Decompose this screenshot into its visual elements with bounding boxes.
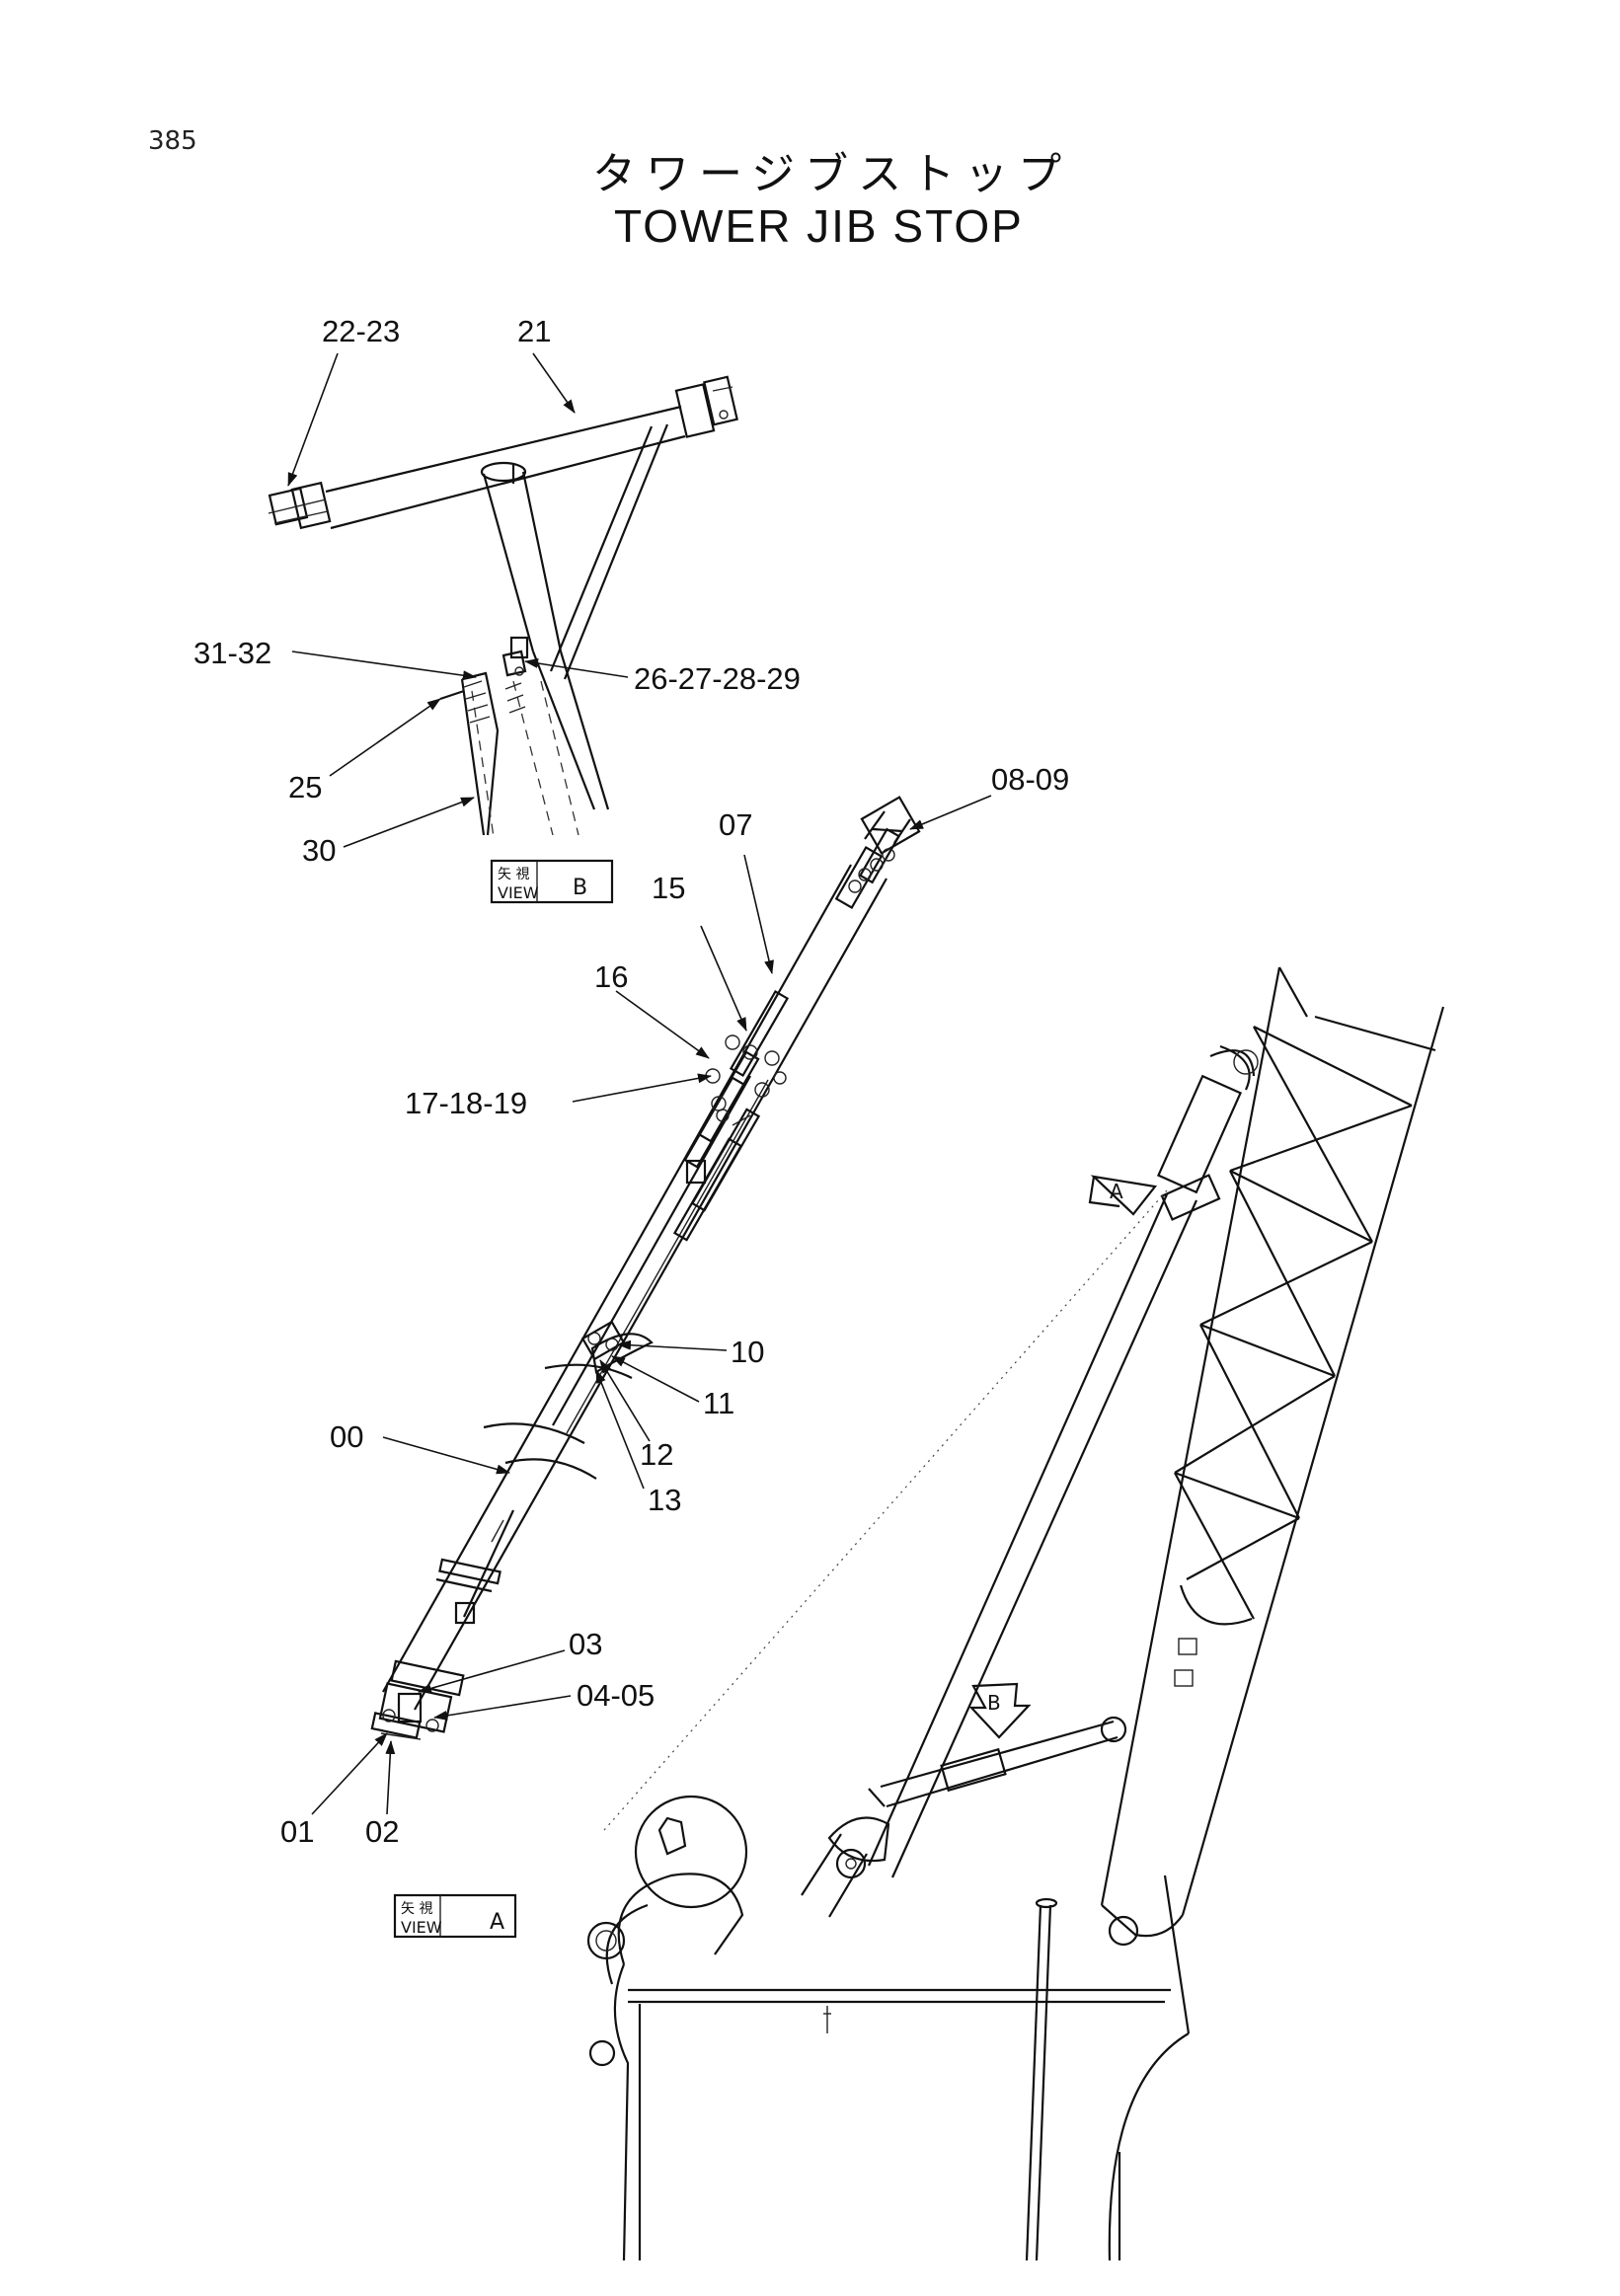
view-arrow-a: A xyxy=(1088,1175,1158,1216)
label-02: 02 xyxy=(365,1814,399,1849)
section-30 xyxy=(439,636,579,838)
label-25: 25 xyxy=(288,770,322,804)
label-07: 07 xyxy=(719,807,752,842)
lattice-jib xyxy=(1100,966,1445,1947)
label-10: 10 xyxy=(731,1335,764,1369)
view-b-kanji: 矢 視 xyxy=(498,867,529,882)
view-a-label-box: 矢 視 VIEW A xyxy=(393,1893,517,1939)
label-15: 15 xyxy=(652,871,685,905)
stop-strut-overview xyxy=(801,1044,1259,1918)
base-frame xyxy=(586,1795,1191,2261)
bottom-end-fitting xyxy=(370,1659,465,1740)
label-13: 13 xyxy=(648,1483,681,1517)
label-11: 11 xyxy=(703,1386,734,1420)
label-17-18-19: 17-18-19 xyxy=(405,1086,527,1120)
page-number: 385 xyxy=(148,126,197,156)
view-a-letter: A xyxy=(490,1910,504,1935)
vertical-post xyxy=(480,423,669,810)
view-a-kanji: 矢 視 xyxy=(401,1901,432,1917)
hatching xyxy=(463,680,526,724)
label-22-23: 22-23 xyxy=(322,314,400,348)
label-03: 03 xyxy=(569,1627,602,1661)
label-31-32: 31-32 xyxy=(193,636,271,670)
label-08-09: 08-09 xyxy=(991,762,1069,797)
view-arrow-b: B xyxy=(968,1682,1032,1739)
view-arrow-a-letter: A xyxy=(1110,1180,1123,1203)
label-12: 12 xyxy=(640,1437,673,1472)
view-arrow-b-letter: B xyxy=(987,1691,1001,1715)
view-b-detail: 矢 視 VIEW B xyxy=(268,352,738,904)
label-16: 16 xyxy=(594,959,628,994)
clamp-middle xyxy=(672,1108,761,1242)
view-b-letter: B xyxy=(573,876,587,900)
label-30: 30 xyxy=(302,833,336,868)
top-end-fitting xyxy=(834,796,921,909)
strut-21 xyxy=(268,375,738,530)
view-b-word: VIEW xyxy=(498,883,539,902)
crane-overview: A B xyxy=(586,966,1445,2261)
label-01: 01 xyxy=(280,1814,314,1849)
view-a-strut: 矢 視 VIEW A xyxy=(311,795,992,1939)
view-a-word: VIEW xyxy=(401,1918,442,1937)
lower-cylinder-overview xyxy=(868,1716,1127,1808)
label-00: 00 xyxy=(330,1419,363,1454)
title-japanese: タワージブストップ xyxy=(592,149,1072,199)
label-04-05: 04-05 xyxy=(577,1678,655,1713)
view-b-label-box: 矢 視 VIEW B xyxy=(490,859,614,904)
part-labels: 22-23 21 31-32 26-27-28-29 25 30 08-09 0… xyxy=(193,314,1069,1849)
inner-pin-10-13 xyxy=(580,1320,626,1361)
clamp-15-16 xyxy=(683,990,790,1169)
label-21: 21 xyxy=(517,314,551,348)
label-26-27-28-29: 26-27-28-29 xyxy=(634,661,801,696)
title-english: TOWER JIB STOP xyxy=(614,200,1024,252)
